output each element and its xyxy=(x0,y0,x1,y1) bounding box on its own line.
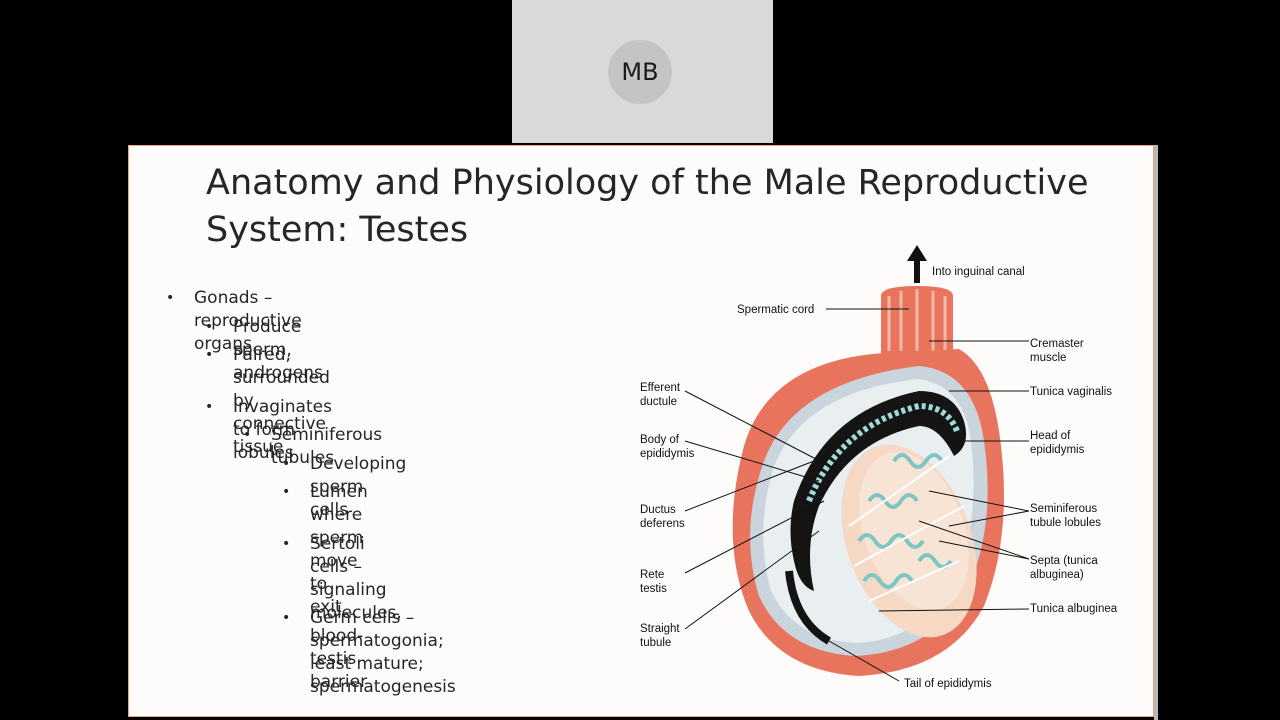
label-straight-1: Straight xyxy=(640,623,680,635)
bullet-text-line: Seminiferous tubules xyxy=(271,425,383,468)
label-rete-1: Rete xyxy=(640,569,664,581)
label-spermatic-cord: Spermatic cord xyxy=(737,304,814,316)
epididymis xyxy=(790,391,967,591)
label-body-epididymis-2: epididymis xyxy=(640,448,695,460)
label-efferent-2: ductule xyxy=(640,396,677,408)
label-straight-2: tubule xyxy=(640,637,671,649)
avatar: MB xyxy=(608,40,672,104)
bullet-item-level-4: • Lumen where sperm move to exit xyxy=(282,481,368,619)
bullet-dot-icon: • xyxy=(282,610,291,626)
bullet-item-level-2: •Invaginates to form lobules xyxy=(205,396,332,465)
label-ductus-1: Ductus xyxy=(640,504,676,516)
label-tunica-albuginea: Tunica albuginea xyxy=(1030,603,1118,615)
bullet-text-line: exit xyxy=(310,597,342,617)
label-tunica-vaginalis: Tunica vaginalis xyxy=(1030,386,1112,398)
bullet-text-line: Lumen where sperm move to xyxy=(310,482,368,594)
bullet-text-line: least mature; xyxy=(310,654,424,674)
bullet-dot-icon: • xyxy=(282,484,291,500)
septa xyxy=(848,455,965,602)
label-tail-epididymis: Tail of epididymis xyxy=(904,678,992,690)
slide-title: Anatomy and Physiology of the Male Repro… xyxy=(206,160,1106,254)
bullet-dot-icon: • xyxy=(205,318,214,335)
participant-tile[interactable]: MB xyxy=(512,0,773,143)
bullet-text-line: spermatogenesis xyxy=(310,677,456,697)
bullet-dot-icon: • xyxy=(282,535,291,552)
bullet-dot-icon: • xyxy=(166,290,175,306)
label-head-epididymis-2: epididymis xyxy=(1030,444,1085,456)
bullet-dot-icon: • xyxy=(282,455,291,472)
label-body-epididymis-1: Body of xyxy=(640,434,680,446)
spermatic-cord xyxy=(881,286,953,356)
leader-lines xyxy=(684,308,1030,682)
bullet-item-level-4: • Developing sperm cells xyxy=(282,453,407,522)
bullet-item-level-2: • Produce sperm, androgens xyxy=(205,316,323,385)
presentation-slide: Anatomy and Physiology of the Male Repro… xyxy=(128,145,1154,717)
label-head-epididymis-1: Head of xyxy=(1030,430,1071,442)
bullet-text-line: Gonads – reproductive organs xyxy=(194,288,302,354)
seminiferous-tubules xyxy=(857,453,953,589)
label-ductus-2: deferens xyxy=(640,518,685,530)
testis-diagram: Into inguinal canal Spermatic cord Crema… xyxy=(640,245,1118,690)
bullet-text-line: tissue xyxy=(233,437,284,457)
bullet-text-line: Germ cells – spermatogonia; xyxy=(310,608,444,651)
bullet-text-line: Invaginates to form lobules xyxy=(233,396,332,463)
bullet-item-level-1: •Gonads – reproductive organs xyxy=(166,287,302,356)
bullet-text-line: Developing sperm cells xyxy=(310,453,407,520)
bullet-text-line: Paired, surrounded by connective xyxy=(233,345,330,434)
bullet-dot-icon: • xyxy=(205,347,214,363)
label-septa-2: albuginea) xyxy=(1030,569,1084,581)
slide-edge xyxy=(1154,145,1158,720)
label-seminiferous-1: Seminiferous xyxy=(1030,503,1097,515)
bullet-text-line: Sertoli cells – signaling xyxy=(310,533,387,600)
bullet-dot-icon: • xyxy=(243,427,252,443)
label-efferent-1: Efferent xyxy=(640,382,681,394)
slide-title-line-1: Anatomy and Physiology of the Male Repro… xyxy=(206,163,1089,203)
label-septa-1: Septa (tunica xyxy=(1030,555,1098,567)
label-cremaster-2: muscle xyxy=(1030,352,1066,364)
label-rete-2: testis xyxy=(640,583,667,595)
bullet-text-line: molecules, blood-testis xyxy=(310,602,402,669)
slide-title-line-2: System: Testes xyxy=(206,210,469,250)
bullet-text-line: Produce sperm, androgens xyxy=(233,316,323,383)
label-seminiferous-2: tubule lobules xyxy=(1030,517,1101,529)
arrow-up-icon xyxy=(907,245,927,283)
label-into-inguinal-canal: Into inguinal canal xyxy=(932,266,1025,278)
label-cremaster-1: Cremaster xyxy=(1030,338,1084,350)
bullet-item-level-3: •Seminiferous tubules xyxy=(243,424,383,470)
bullet-item-level-4: • Germ cells – spermatogonia; least mature… xyxy=(282,607,456,699)
bullet-dot-icon: • xyxy=(205,398,214,415)
bullet-text-line: barrier xyxy=(310,671,368,692)
